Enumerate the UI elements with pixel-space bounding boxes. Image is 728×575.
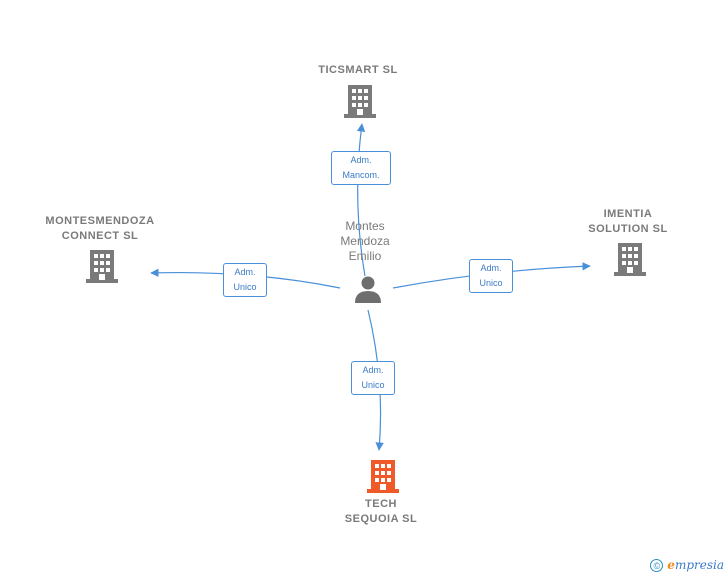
building-icon-imentia[interactable] — [614, 241, 646, 277]
building-icon-tech[interactable] — [367, 458, 399, 494]
footer-brand: © empresia — [650, 558, 724, 572]
brand-logo[interactable]: empresia — [667, 558, 724, 572]
building-icon-ticsmart[interactable] — [344, 83, 376, 119]
relation-label-ticsmart: Adm. Mancom. — [331, 151, 391, 185]
company-name-ticsmart: TICSMART SL — [318, 64, 398, 76]
relation-label-imentia: Adm. Unico — [469, 259, 513, 293]
company-name-montesmendoza: MONTESMENDOZA CONNECT SL — [45, 215, 155, 242]
building-icon-montesmendoza[interactable] — [86, 248, 118, 284]
company-name-imentia: IMENTIA SOLUTION SL — [588, 208, 668, 235]
relation-label-montesmendoza: Adm. Unico — [223, 263, 267, 297]
edge-ticsmart — [356, 123, 366, 277]
copyright-icon: © — [650, 558, 664, 572]
relation-label-tech: Adm. Unico — [351, 361, 395, 395]
person-name: Montes Mendoza Emilio — [340, 219, 390, 263]
company-name-tech: TECH SEQUOIA SL — [344, 498, 418, 525]
person-icon[interactable] — [353, 274, 383, 304]
